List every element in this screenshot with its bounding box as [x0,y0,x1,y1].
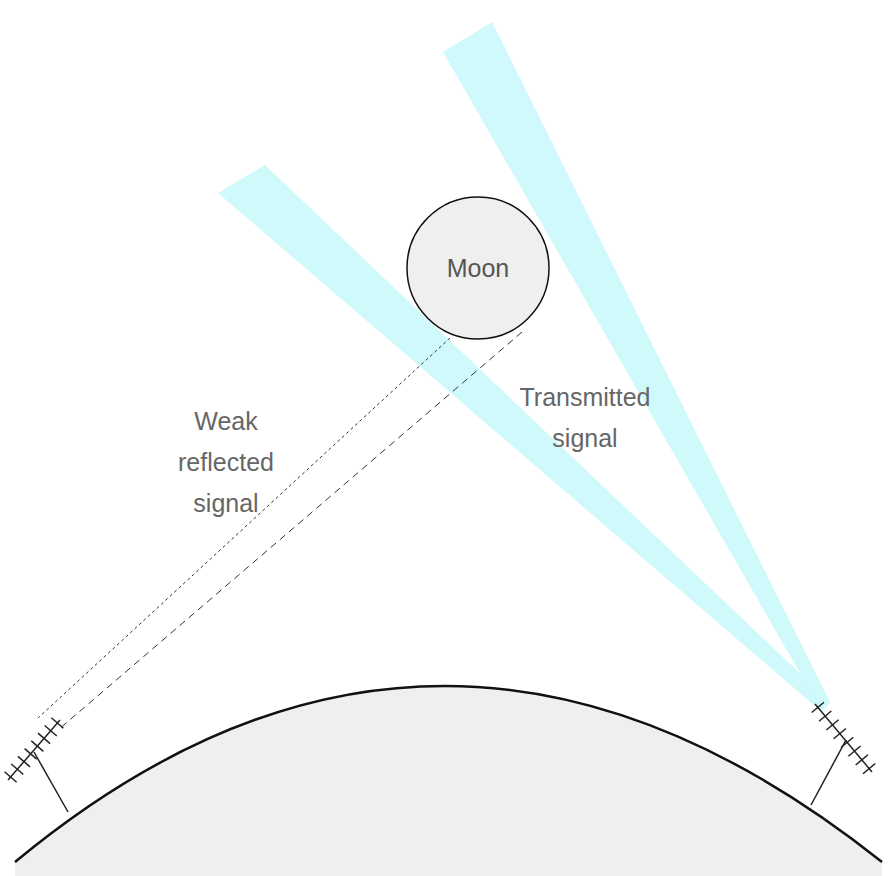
transmitted-label: Transmitted signal [498,377,673,459]
antenna-boom [8,720,60,780]
antenna-element [826,720,838,730]
moon-shape [407,197,549,339]
antenna-boom [815,704,872,772]
antenna-element [863,763,875,773]
antenna-element [834,728,846,738]
antenna-element [25,749,37,759]
antenna-element [848,746,860,756]
antenna-element [38,733,50,743]
antenna-element [841,737,853,747]
antenna-element [5,772,17,782]
antenna-mast [34,752,68,812]
antenna-element [819,711,831,721]
transmitted-beam [443,22,830,708]
antenna-element [31,741,43,751]
earth-surface [15,686,882,862]
antenna-element [856,755,868,765]
reflected-path [38,338,450,718]
antenna-mast [811,740,846,805]
antenna-element [11,764,23,774]
antenna-element [18,756,30,766]
reflected-path [58,332,522,730]
node-label: Moon [447,254,510,283]
antenna-element [51,718,63,728]
reflected-beam [218,165,830,712]
antenna-element [812,702,824,712]
earth-fill [15,686,882,876]
moon-circle: Moon [406,196,550,340]
antenna-element [45,725,57,735]
reflected-label: Weak reflected signal [156,401,296,524]
